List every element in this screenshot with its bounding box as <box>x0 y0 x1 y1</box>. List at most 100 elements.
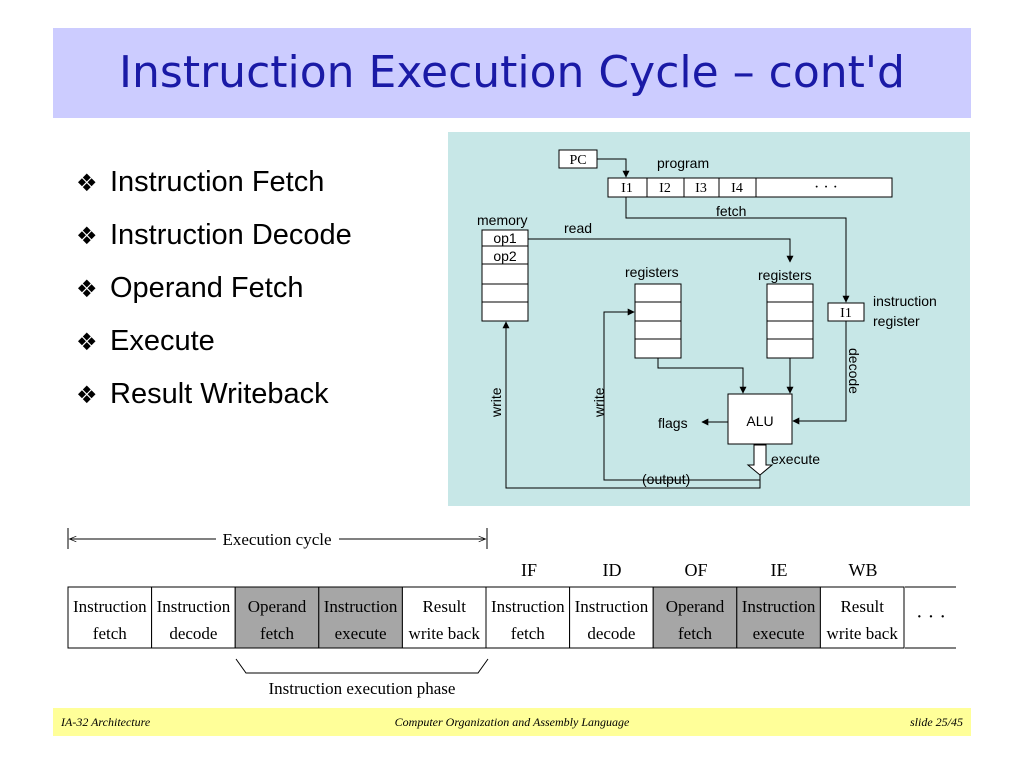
memory-cell: op2 <box>493 248 517 264</box>
cycle-cell-text: execute <box>335 624 387 643</box>
phase-label: OF <box>684 560 707 580</box>
memory-box <box>481 229 529 322</box>
cycle-cell-text: execute <box>753 624 805 643</box>
bullet-text: Result Writeback <box>110 378 329 410</box>
cycle-cell: Instruction execute <box>318 586 403 649</box>
cycle-cell-text: decode <box>587 624 635 643</box>
cycle-cells: Instruction fetch Instruction decode Operand… <box>67 586 905 649</box>
cycle-cell: Operand fetch <box>234 586 320 649</box>
bullet-text: Instruction Decode <box>110 219 352 251</box>
execution-phase-label: Instruction execution phase <box>269 679 456 698</box>
cycle-cell-box <box>652 586 738 649</box>
bullet-item: ❖ Instruction Decode <box>76 213 352 266</box>
program-cell: I2 <box>659 181 671 196</box>
cycle-cell-box <box>67 586 153 649</box>
registers-left-label: registers <box>625 264 679 280</box>
cycle-cell-box <box>234 586 320 649</box>
cycle-cell: Result write back <box>401 586 487 649</box>
write-label-right: write <box>591 387 607 418</box>
write-to-memory-arrow <box>502 321 604 489</box>
footer-bar: IA-32 Architecture Computer Organization… <box>53 708 971 736</box>
execute-label: execute <box>771 451 820 467</box>
bullet-list: ❖ Instruction Fetch ❖ Instruction Decode ❖… <box>76 160 352 425</box>
cycle-cell-text: Result <box>840 597 884 616</box>
title-bar: Instruction Execution Cycle – cont'd <box>53 28 971 118</box>
cycle-cell-text: fetch <box>511 624 545 643</box>
cycle-cell-text: Instruction <box>491 597 565 616</box>
write-label-left: write <box>488 387 504 418</box>
slide-title: Instruction Execution Cycle – cont'd <box>119 47 905 98</box>
alu-box <box>727 393 793 445</box>
cycle-cell-box <box>569 586 654 649</box>
flags-label: flags <box>658 415 688 431</box>
cycle-cell: Operand fetch <box>652 586 738 649</box>
program-cell: I1 <box>621 181 633 196</box>
diamond-bullet-icon: ❖ <box>76 169 98 197</box>
bullet-item: ❖ Operand Fetch <box>76 266 352 319</box>
fetch-arrow <box>625 197 850 303</box>
phase-label: WB <box>849 560 878 580</box>
datapath-svg: PC program I1 I2 I3 I4 · · · fetch memor… <box>477 149 937 489</box>
diamond-bullet-icon: ❖ <box>76 222 98 250</box>
bullet-text: Operand Fetch <box>110 272 304 304</box>
bullet-text: Execute <box>110 325 215 357</box>
cycle-cell: Instruction fetch <box>485 586 571 649</box>
instruction-register-value: I1 <box>840 306 852 321</box>
cycle-cell-text: Instruction <box>575 597 649 616</box>
diamond-bullet-icon: ❖ <box>76 275 98 303</box>
write-to-registers-arrow <box>603 308 760 481</box>
phase-label: IE <box>771 560 788 580</box>
decode-arrow <box>792 321 847 425</box>
pc-to-program-arrow <box>597 158 630 178</box>
footer-right: slide 25/45 <box>910 715 963 729</box>
cycle-cell-text: fetch <box>678 624 712 643</box>
read-label: read <box>564 220 592 236</box>
cycle-cell-text: write back <box>409 624 481 643</box>
timeline-svg: Execution cycle IF ID OF IE WB Instructi… <box>67 528 956 698</box>
cycle-cell-box <box>819 586 905 649</box>
cycle-cell: Instruction decode <box>569 586 654 649</box>
bullet-item: ❖ Result Writeback <box>76 372 352 425</box>
diamond-bullet-icon: ❖ <box>76 328 98 356</box>
cycle-cell-box <box>485 586 571 649</box>
cycle-cell-text: Operand <box>666 597 725 616</box>
memory-cell: op1 <box>493 230 517 246</box>
phase-labels: IF ID OF IE WB <box>521 560 878 580</box>
diamond-bullet-icon: ❖ <box>76 381 98 409</box>
program-cell: I3 <box>695 181 707 196</box>
program-cell: I4 <box>731 181 743 196</box>
execute-arrow <box>746 444 774 476</box>
cycle-cell-text: Instruction <box>324 597 398 616</box>
program-row <box>607 177 893 198</box>
cycle-cell-box <box>736 586 821 649</box>
cycle-cell-text: Result <box>422 597 466 616</box>
cycle-cell: Instruction decode <box>151 586 236 649</box>
instruction-register-label: register <box>873 313 920 329</box>
cycle-cell: Instruction execute <box>736 586 821 649</box>
cycle-cell-box <box>401 586 487 649</box>
left-registers-to-alu-arrow <box>657 358 747 394</box>
program-label: program <box>657 155 709 171</box>
cycle-cell-text: write back <box>827 624 899 643</box>
cycle-cell-box <box>151 586 236 649</box>
footer-left: IA-32 Architecture <box>61 715 151 729</box>
read-arrow <box>528 238 794 263</box>
execution-diagram: PC program I1 I2 I3 I4 · · · fetch memor… <box>448 132 970 506</box>
cycle-cell-text: Instruction <box>742 597 816 616</box>
execution-cycle-label: Execution cycle <box>222 530 331 549</box>
bullet-item: ❖ Execute <box>76 319 352 372</box>
instruction-register-label: instruction <box>873 293 937 309</box>
cycle-cell: Result write back <box>819 586 905 649</box>
memory-label: memory <box>477 212 528 228</box>
cycle-cell-text: decode <box>169 624 217 643</box>
pc-label: PC <box>569 153 586 168</box>
fetch-label: fetch <box>716 203 746 219</box>
cycle-cell-text: fetch <box>260 624 294 643</box>
cycle-cell-text: Instruction <box>157 597 231 616</box>
phase-label: IF <box>521 560 537 580</box>
phase-label: ID <box>603 560 622 580</box>
footer-center: Computer Organization and Assembly Langu… <box>394 715 630 729</box>
cycle-cell-text: Operand <box>248 597 307 616</box>
bullet-text: Instruction Fetch <box>110 166 325 198</box>
registers-right-label: registers <box>758 267 812 283</box>
